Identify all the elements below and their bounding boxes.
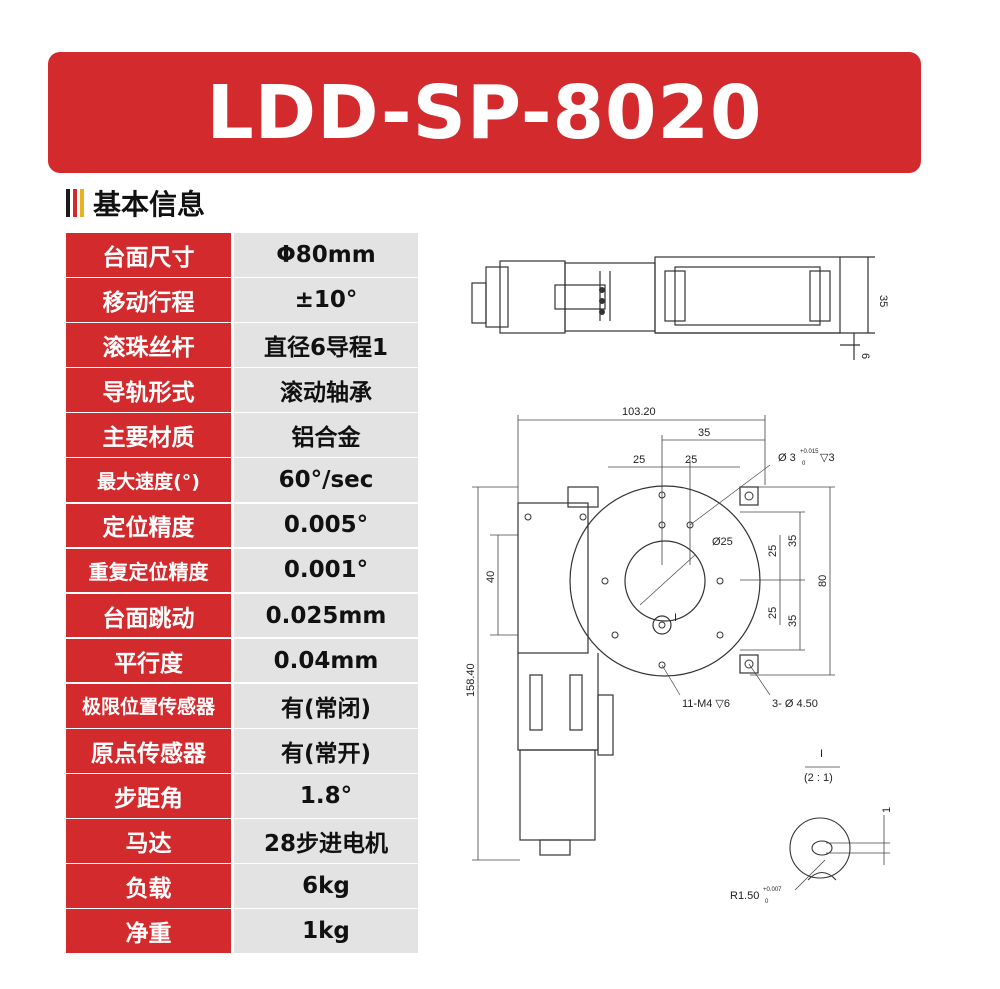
- dim-hole-tol-top: +0.015: [800, 449, 819, 455]
- dim-thread: 11-M4 ▽6: [682, 698, 730, 710]
- spec-value: 28步进电机: [234, 819, 418, 864]
- dim-top-35: 35: [698, 427, 710, 439]
- detail-scale: (2 : 1): [804, 772, 833, 784]
- spec-value: 1kg: [234, 909, 418, 954]
- spec-value: 1.8°: [234, 774, 418, 819]
- product-title: LDD-SP-8020: [206, 69, 763, 156]
- spec-row: 滚珠丝杆直径6导程1: [66, 323, 418, 368]
- spec-value: 有(常开): [234, 729, 418, 774]
- dim-hole-depth: ▽3: [820, 452, 835, 464]
- spec-row: 原点传感器有(常开): [66, 729, 418, 774]
- spec-value: 6kg: [234, 864, 418, 909]
- technical-drawing: 35 6 103.20 35 25 25 Ø 3 +0.015 0 ▽3 Ø25…: [450, 235, 970, 915]
- spec-row: 最大速度(°)60°/sec: [66, 458, 418, 504]
- spec-row: 主要材质铝合金: [66, 413, 418, 458]
- spec-value: Φ80mm: [234, 233, 418, 278]
- section-title: 基本信息: [93, 188, 206, 221]
- dim-top-25b: 25: [685, 454, 697, 466]
- spec-row: 移动行程±10°: [66, 278, 418, 323]
- spec-label: 负载: [66, 864, 231, 909]
- dim-right-25b: 25: [767, 607, 779, 619]
- dim-width: 103.20: [622, 406, 656, 418]
- spec-label: 马达: [66, 819, 231, 864]
- title-banner: LDD-SP-8020: [48, 52, 921, 173]
- detail-tol: +0.007: [763, 887, 782, 893]
- detail-i: I: [820, 748, 823, 760]
- spec-label: 移动行程: [66, 278, 231, 323]
- spec-value: 直径6导程1: [234, 323, 418, 368]
- spec-value: 滚动轴承: [234, 368, 418, 413]
- dim-right-35b: 35: [787, 615, 799, 627]
- dim-right-80: 80: [817, 575, 829, 587]
- spec-value: 0.005°: [234, 503, 418, 549]
- dim-total: 158.40: [465, 663, 477, 697]
- dim-hole: Ø 3: [778, 452, 796, 464]
- spec-label: 导轨形式: [66, 368, 231, 413]
- section-header: 基本信息: [66, 183, 205, 223]
- spec-value: 铝合金: [234, 413, 418, 458]
- dim-center: Ø25: [712, 536, 733, 548]
- detail-radius: R1.50: [730, 890, 759, 902]
- spec-row: 导轨形式滚动轴承: [66, 368, 418, 413]
- spec-label: 定位精度: [66, 503, 231, 549]
- section-bars-icon: [66, 189, 84, 217]
- dim-height: 35: [877, 295, 889, 307]
- spec-value: 有(常闭): [234, 683, 418, 729]
- spec-label: 重复定位精度: [66, 548, 231, 594]
- mark-i: I: [674, 612, 677, 624]
- dim-hole-tol-bottom: 0: [802, 461, 806, 467]
- spec-label: 主要材质: [66, 413, 231, 458]
- spec-value: ±10°: [234, 278, 418, 323]
- detail-tol-zero: 0: [765, 899, 769, 905]
- spec-value: 0.025mm: [234, 593, 418, 639]
- spec-label: 极限位置传感器: [66, 683, 231, 729]
- spec-label: 净重: [66, 909, 231, 954]
- spec-label: 台面跳动: [66, 593, 231, 639]
- spec-label: 原点传感器: [66, 729, 231, 774]
- dim-right-25a: 25: [767, 545, 779, 557]
- spec-value: 0.04mm: [234, 638, 418, 684]
- spec-value: 60°/sec: [234, 458, 418, 504]
- drawing-svg: 35 6 103.20 35 25 25 Ø 3 +0.015 0 ▽3 Ø25…: [465, 256, 893, 905]
- dim-right-35a: 35: [787, 535, 799, 547]
- dim-base: 6: [859, 353, 871, 359]
- dim-mount-holes: 3- Ø 4.50: [772, 698, 818, 710]
- spec-value: 0.001°: [234, 548, 418, 594]
- spec-label: 台面尺寸: [66, 233, 231, 278]
- spec-label: 步距角: [66, 774, 231, 819]
- spec-label: 最大速度(°): [66, 458, 231, 504]
- dim-top-25a: 25: [633, 454, 645, 466]
- spec-label: 平行度: [66, 638, 231, 684]
- spec-row: 极限位置传感器有(常闭): [66, 683, 418, 729]
- spec-label: 滚珠丝杆: [66, 323, 231, 368]
- detail-dim-1: 1: [881, 807, 893, 813]
- dim-left-40: 40: [485, 571, 497, 583]
